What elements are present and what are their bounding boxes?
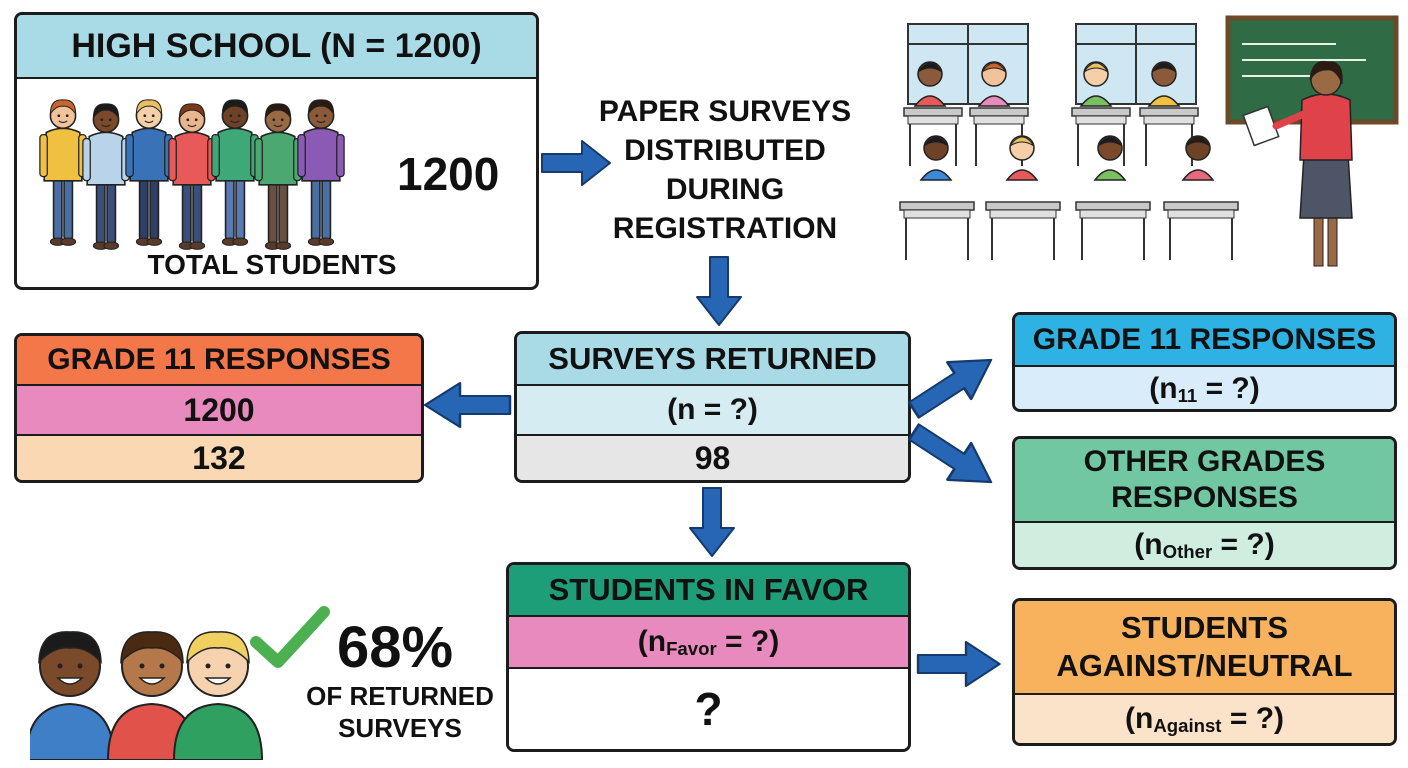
desk — [985, 201, 1061, 260]
student-figure — [254, 103, 302, 250]
desk — [1071, 107, 1131, 166]
grade11-left-value-a: 1200 — [17, 384, 421, 434]
grade11-right-formula-post: = ?) — [1197, 372, 1260, 405]
other-grades-title-line2: RESPONSES — [1111, 481, 1298, 514]
arrow-icon-down-to-returned — [696, 256, 742, 326]
favor-formula-pre: (n — [637, 625, 667, 658]
grade11-right-formula-pre: (n — [1149, 372, 1178, 405]
other-grades-formula-pre: (n — [1134, 528, 1163, 561]
seated-student — [977, 61, 1011, 107]
high-school-title: HIGH SCHOOL (N = 1200) — [17, 15, 536, 79]
total-students-caption: TOTAL STUDENTS — [147, 249, 397, 280]
student-figure — [297, 99, 345, 246]
desk — [903, 107, 963, 166]
desk — [1163, 201, 1239, 260]
percent-caption-line1: OF RETURNED — [306, 681, 494, 711]
favor-formula-post: = ?) — [716, 625, 780, 658]
student-figure — [82, 103, 130, 250]
seated-student — [1079, 61, 1113, 107]
grade11-left-box: GRADE 11 RESPONSES 1200 132 — [14, 333, 424, 483]
arrow-icon-down-to-other-grades — [900, 412, 1005, 502]
seated-student — [919, 135, 953, 181]
distribution-text: PAPER SURVEYS DISTRIBUTED DURING REGISTR… — [575, 92, 875, 248]
grade11-left-title: GRADE 11 RESPONSES — [17, 336, 421, 384]
grade11-left-value-b: 132 — [17, 434, 421, 480]
grade11-right-title: GRADE 11 RESPONSES — [1015, 315, 1394, 365]
seated-student — [1181, 135, 1215, 181]
desk — [1075, 201, 1151, 260]
classroom-illustration — [899, 15, 1399, 267]
arrow-icon-left-to-grade11 — [423, 381, 512, 429]
distribution-line-4: REGISTRATION — [612, 212, 838, 245]
arrow-icon-up-to-grade11-right — [900, 340, 1005, 430]
against-formula-sub: Against — [1153, 714, 1222, 736]
happy-students-illustration — [30, 631, 264, 760]
against-formula-pre: (n — [1124, 702, 1154, 735]
desk — [899, 201, 975, 260]
distribution-line-3: DURING — [665, 173, 785, 206]
seated-student — [1093, 135, 1127, 181]
distribution-line-1: PAPER SURVEYS — [598, 95, 852, 128]
percent-caption: OF RETURNED SURVEYS — [290, 680, 510, 744]
high-school-box: HIGH SCHOOL (N = 1200) 1200 TOTAL STUDEN… — [14, 12, 539, 290]
seated-student — [1005, 135, 1039, 181]
student-figure — [125, 99, 173, 246]
favor-formula-sub: Favor — [666, 637, 717, 659]
arrow-icon-to-distribution — [541, 140, 611, 186]
surveys-returned-value: 98 — [517, 434, 908, 480]
other-grades-title-line1: OTHER GRADES — [1083, 445, 1326, 478]
happy-student-3 — [172, 631, 264, 760]
surveys-returned-title: SURVEYS RETURNED — [517, 334, 908, 384]
total-count: 1200 — [397, 148, 500, 200]
grade11-right-formula-sub: 11 — [1177, 384, 1198, 406]
arrow-icon-down-to-favor — [689, 487, 735, 557]
favor-title: STUDENTS IN FAVOR — [509, 565, 908, 615]
student-group-illustration — [39, 99, 345, 250]
other-grades-title: OTHER GRADES RESPONSES — [1015, 439, 1394, 521]
teacher — [1242, 60, 1353, 267]
surveys-returned-box: SURVEYS RETURNED (n = ?) 98 — [514, 331, 911, 483]
checkmark-icon — [250, 606, 330, 668]
against-title-line1: STUDENTS — [1120, 610, 1289, 645]
percent-caption-line2: SURVEYS — [338, 713, 462, 743]
other-grades-formula-sub: Other — [1162, 540, 1213, 562]
student-figure — [39, 99, 87, 246]
arrow-icon-to-against — [916, 640, 1001, 688]
distribution-line-2: DISTRIBUTED — [624, 134, 826, 167]
happy-student-1 — [30, 631, 116, 760]
other-grades-formula-post: = ?) — [1212, 528, 1275, 561]
surveys-returned-formula: (n = ?) — [517, 384, 908, 434]
percent-value: 68% — [336, 615, 454, 680]
against-title: STUDENTS AGAINST/NEUTRAL — [1015, 601, 1394, 693]
favor-value: ? — [509, 667, 908, 749]
against-formula-post: = ?) — [1221, 702, 1285, 735]
seated-student — [913, 61, 947, 107]
against-title-line2: AGAINST/NEUTRAL — [1056, 648, 1353, 683]
seated-student — [1147, 61, 1181, 107]
